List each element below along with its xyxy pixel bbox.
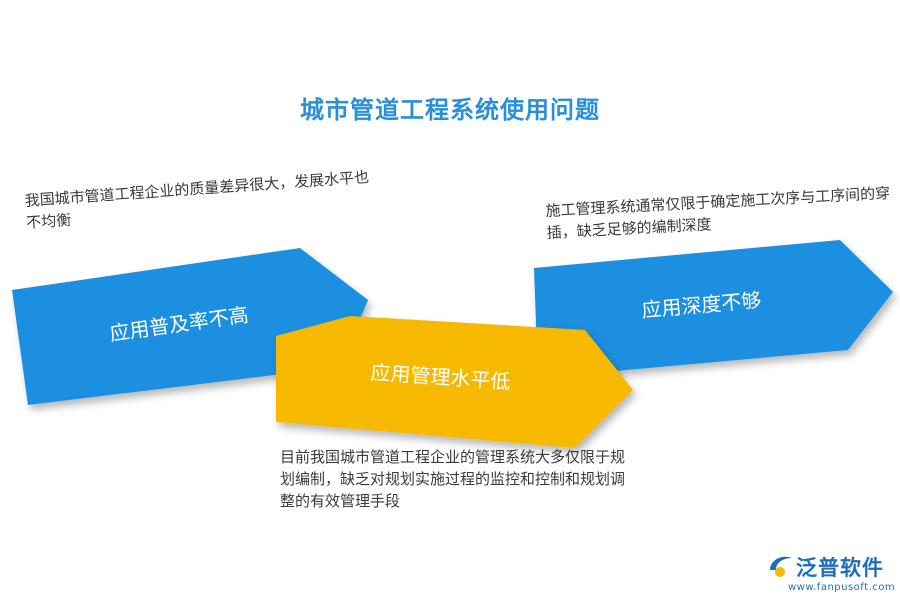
brand-logo: 泛普软件 www.fanpusoft.com <box>766 548 900 600</box>
arrow-middle: 应用管理水平低 <box>276 316 633 448</box>
fanpu-logo-icon <box>770 556 792 577</box>
diagram-title: 城市管道工程系统使用问题 <box>300 96 600 124</box>
arrow-middle-shape <box>276 316 633 448</box>
arrow-right: 应用深度不够 <box>534 240 893 378</box>
arrow-right-shape <box>534 240 893 378</box>
logo-url: www.fanpusoft.com <box>788 582 896 593</box>
description-bottom: 目前我国城市管道工程企业的管理系统大多仅限于规划编制，缺乏对规划实施过程的监控和… <box>280 448 626 510</box>
logo-name: 泛普软件 <box>796 556 884 580</box>
